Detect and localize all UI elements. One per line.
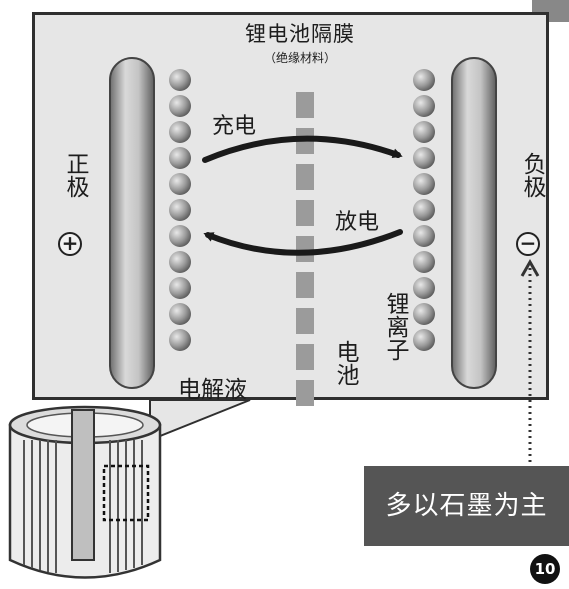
lithium-ion (413, 303, 435, 325)
lithium-ion (169, 329, 191, 351)
lithium-ion (169, 95, 191, 117)
page-number-badge: 10 (530, 554, 560, 584)
lithium-ion (413, 225, 435, 247)
positive-electrode-label: 正极 (62, 152, 88, 198)
lithium-ion (169, 225, 191, 247)
separator-subtitle: （绝缘材料） (263, 51, 336, 65)
lithium-ion (413, 147, 435, 169)
lithium-ion (169, 121, 191, 143)
battery-label: 电池 (332, 340, 358, 386)
pointer-arrowhead (520, 258, 540, 277)
lithium-ion (413, 69, 435, 91)
lithium-ion (169, 303, 191, 325)
lithium-ion (169, 173, 191, 195)
lithium-ions-negative-side (413, 69, 435, 351)
lithium-ion (413, 173, 435, 195)
lithium-ion (169, 199, 191, 221)
lithium-ion (413, 121, 435, 143)
lithium-ion (169, 147, 191, 169)
negative-material-note: 多以石墨为主 (364, 466, 569, 546)
negative-electrode-rod (451, 57, 497, 389)
lithium-ion (413, 329, 435, 351)
discharge-arrow (203, 229, 403, 256)
lithium-ion (169, 251, 191, 273)
callout-wedge (149, 399, 251, 442)
minus-icon: − (516, 232, 540, 256)
lithium-ion (413, 251, 435, 273)
positive-electrode-rod (109, 57, 155, 389)
lithium-ions-positive-side (169, 69, 191, 351)
lithium-ion (413, 95, 435, 117)
plus-icon: + (58, 232, 82, 256)
separator-title: 锂电池隔膜 (245, 22, 355, 46)
lithium-ion (169, 69, 191, 91)
negative-electrode-label: 负极 (519, 152, 545, 198)
lithium-ion (413, 199, 435, 221)
lithium-ion (413, 277, 435, 299)
charge-label: 充电 (212, 114, 257, 139)
lithium-ion-label: 锂离子 (382, 292, 408, 361)
discharge-label: 放电 (335, 210, 380, 235)
lithium-ion (169, 277, 191, 299)
charge-arrow (202, 135, 403, 163)
electrolyte-label: 电解液 (178, 377, 247, 403)
battery-cell-illustration (8, 405, 162, 579)
